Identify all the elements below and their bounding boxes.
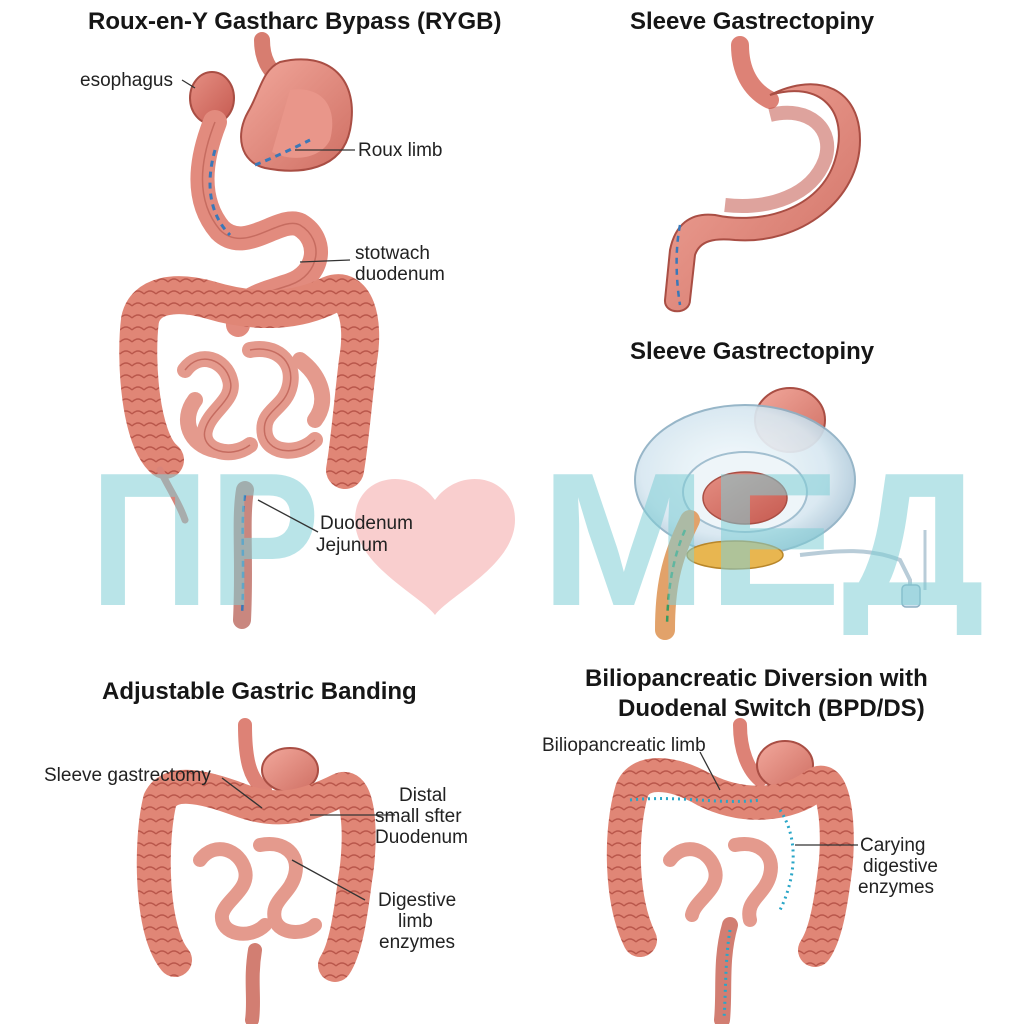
bpd-common-channel bbox=[714, 917, 738, 1024]
label-sleeve-gastrectomy: Sleeve gastrectomy bbox=[44, 765, 211, 786]
label-biliopancreatic-limb: Biliopancreatic limb bbox=[542, 735, 706, 756]
label-distal-1: Distal bbox=[399, 785, 447, 806]
banding-colon bbox=[136, 769, 376, 982]
banding-esophagus bbox=[238, 718, 272, 797]
bpd-esophagus bbox=[733, 718, 767, 787]
label-stomach-duodenum-2: duodenum bbox=[355, 264, 445, 285]
leader-duodenum-jejunum bbox=[257, 499, 319, 533]
sleeve-top-title: Sleeve Gastrectopiny bbox=[630, 8, 875, 35]
bpd-ds-illustration bbox=[606, 718, 854, 1024]
rygb-appendix bbox=[156, 466, 189, 524]
label-esophagus: esophagus bbox=[80, 70, 173, 91]
label-carrying-3: enzymes bbox=[858, 877, 935, 898]
bpd-blue-dots bbox=[629, 797, 795, 1019]
rygb-title: Roux-en-Y Gastharc Bypass (RYGB) bbox=[88, 8, 502, 35]
bpd-colon bbox=[606, 758, 854, 967]
banding-bottom-tube bbox=[245, 943, 262, 1024]
sleeve-band-illustration bbox=[634, 387, 927, 640]
sleeve-top-illustration bbox=[663, 36, 862, 313]
label-carrying-1: Carying bbox=[860, 835, 926, 856]
sleeve-esophagus bbox=[731, 36, 779, 109]
bpd-small-intestine bbox=[663, 837, 778, 927]
band-port bbox=[901, 584, 921, 608]
bpd-ds-title-line2: Duodenal Switch (BPD/DS) bbox=[618, 695, 925, 722]
label-duodenum: Duodenum bbox=[320, 513, 413, 534]
band-stomach-lumen bbox=[702, 471, 788, 525]
banding-small-intestine bbox=[193, 837, 322, 941]
rygb-small-intestine-shadow bbox=[184, 348, 316, 453]
bpd-ds-title-line1: Biliopancreatic Diversion with bbox=[585, 665, 928, 692]
sleeve-stomach-inner bbox=[724, 105, 835, 213]
leader-sleeve-gastrectomy bbox=[221, 777, 263, 809]
label-distal-3: Duodenum bbox=[375, 827, 468, 848]
rygb-illustration bbox=[119, 32, 380, 629]
label-distal-2: small sfter bbox=[375, 806, 462, 827]
banding-title: Adjustable Gastric Banding bbox=[102, 678, 417, 705]
sleeve-band-title: Sleeve Gastrectopiny bbox=[630, 338, 875, 365]
band-dashes bbox=[665, 529, 687, 626]
label-roux-limb: Roux limb bbox=[358, 140, 443, 161]
band-fat-pad bbox=[686, 540, 784, 570]
label-digestive-2: limb bbox=[398, 911, 433, 932]
label-digestive-3: enzymes bbox=[379, 932, 456, 953]
rygb-jejunum-dashes bbox=[240, 494, 247, 616]
leader-stomach-duodenum bbox=[299, 259, 351, 263]
leader-biliopancreatic bbox=[699, 751, 721, 791]
band-port-tube bbox=[799, 549, 912, 600]
label-carrying-2: digestive bbox=[863, 856, 938, 877]
label-jejunum: Jejunum bbox=[316, 535, 388, 556]
sleeve-stomach bbox=[663, 83, 862, 313]
leader-digestive bbox=[291, 859, 366, 901]
label-digestive-1: Digestive bbox=[378, 890, 457, 911]
rygb-stomach-inner bbox=[272, 89, 333, 158]
label-stomach-duodenum-1: stotwach bbox=[355, 243, 430, 264]
rygb-colon bbox=[119, 274, 380, 489]
leader-esophagus bbox=[181, 79, 196, 89]
banding-illustration bbox=[136, 718, 376, 1024]
